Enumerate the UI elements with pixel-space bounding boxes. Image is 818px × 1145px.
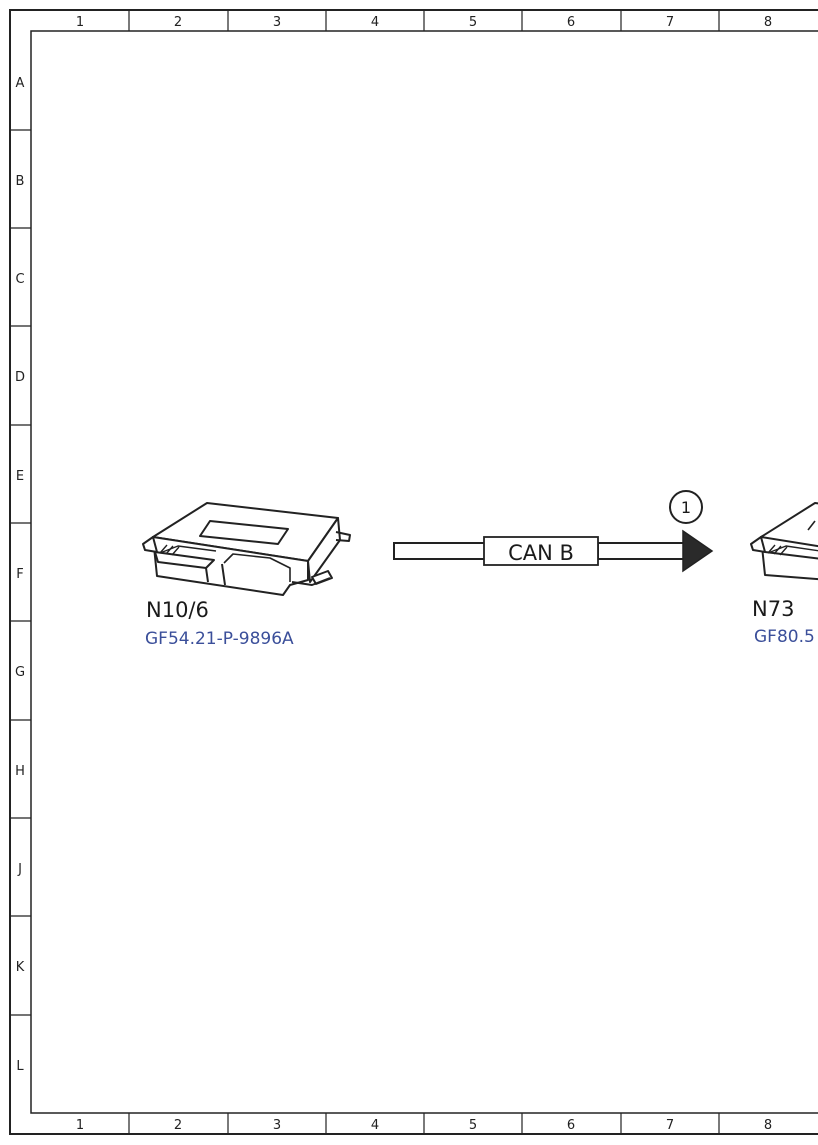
- wire-label-box: [483, 536, 599, 566]
- row-dividers: [10, 129, 31, 1016]
- row-label: C: [15, 272, 24, 287]
- column-label: 1: [76, 1118, 84, 1133]
- wire-segment: [597, 542, 685, 560]
- column-label: 4: [371, 15, 379, 30]
- column-label: 7: [666, 1118, 674, 1133]
- column-label: 8: [764, 1118, 772, 1133]
- row-label: K: [16, 960, 25, 975]
- component-reference-link[interactable]: GF80.5: [754, 627, 815, 647]
- column-label: 3: [273, 1118, 281, 1133]
- column-label: 2: [174, 15, 182, 30]
- wire-label: CAN B: [508, 541, 574, 565]
- row-label: L: [16, 1059, 24, 1074]
- column-label: 2: [174, 1118, 182, 1133]
- connection-marker-circle[interactable]: [669, 490, 703, 524]
- row-label: E: [16, 469, 24, 484]
- component-reference-link[interactable]: GF54.21-P-9896A: [145, 629, 294, 649]
- column-label: 5: [469, 15, 477, 30]
- row-label: D: [15, 370, 25, 385]
- row-label: H: [15, 764, 25, 779]
- column-label: 7: [666, 15, 674, 30]
- column-label: 6: [567, 1118, 575, 1133]
- column-label: 5: [469, 1118, 477, 1133]
- control-unit-icon[interactable]: [142, 502, 351, 596]
- column-label: 4: [371, 1118, 379, 1133]
- inner-frame: [30, 30, 818, 1114]
- arrow-right-icon: [682, 529, 714, 573]
- column-label: 8: [764, 15, 772, 30]
- row-label: F: [16, 567, 23, 582]
- row-label: J: [17, 862, 22, 877]
- row-label: G: [15, 665, 25, 680]
- row-label: A: [16, 76, 25, 91]
- wire-segment: [393, 542, 486, 560]
- column-dividers: [128, 10, 720, 1134]
- row-labels: A B C D E F G H J K L: [15, 76, 25, 1074]
- connection-marker-number: 1: [681, 498, 691, 517]
- column-label: 6: [567, 15, 575, 30]
- column-labels-top: 1 2 3 4 5 6 7 8: [76, 15, 772, 30]
- row-label: B: [16, 174, 25, 189]
- column-label: 1: [76, 15, 84, 30]
- control-unit-icon[interactable]: [750, 502, 818, 581]
- component-id-label: N10/6: [146, 598, 209, 622]
- can-bus-connection: CAN B 1: [393, 490, 714, 573]
- component-id-label: N73: [752, 597, 794, 621]
- column-label: 3: [273, 15, 281, 30]
- column-labels-bottom: 1 2 3 4 5 6 7 8: [76, 1118, 772, 1133]
- outer-frame: [9, 9, 818, 1135]
